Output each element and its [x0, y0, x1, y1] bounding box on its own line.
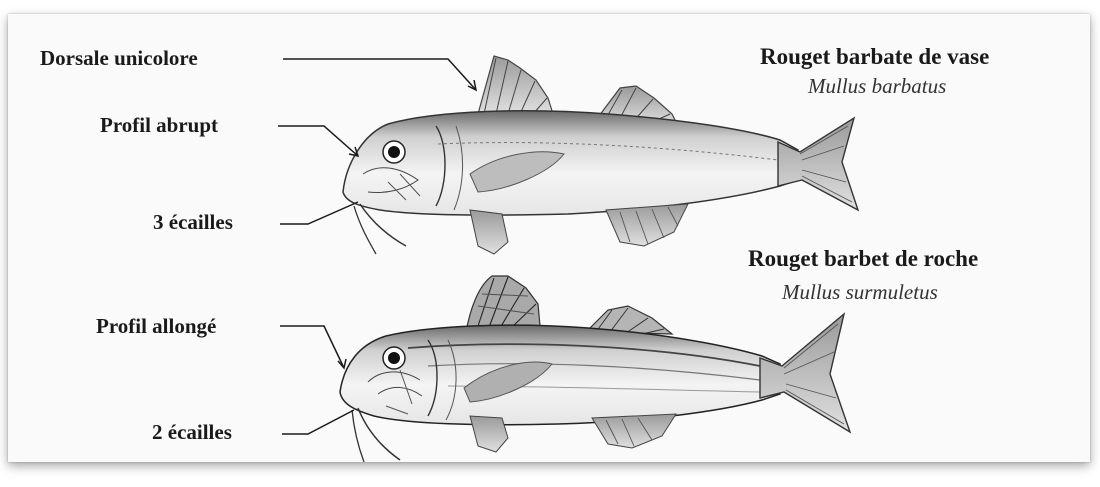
- figure-panel: Dorsale unicolore Profil abrupt 3 écaill…: [8, 14, 1090, 462]
- pointer-dorsale: [283, 59, 476, 90]
- label-profil-allonge: Profil allongé: [96, 314, 216, 339]
- top-anal-fin: [606, 204, 688, 246]
- pointer-profil-abrupt: [278, 126, 358, 156]
- label-dorsale-unicolore: Dorsale unicolore: [40, 46, 198, 71]
- bottom-caudal-fin: [760, 314, 850, 432]
- label-profil-abrupt: Profil abrupt: [100, 113, 218, 138]
- species-top-common-name: Rouget barbate de vase: [760, 44, 989, 70]
- bottom-pelvic-fin: [470, 416, 508, 452]
- pointer-3-ecailles: [280, 202, 358, 224]
- pointer-2-ecailles: [282, 410, 354, 434]
- bottom-anal-fin: [592, 414, 676, 448]
- top-caudal-fin: [778, 118, 858, 210]
- label-3-ecailles: 3 écailles: [153, 210, 233, 235]
- species-bottom-latin-name: Mullus surmuletus: [782, 280, 938, 305]
- top-dorsal-fin-1: [478, 56, 553, 114]
- pointer-profil-allonge: [280, 326, 344, 368]
- label-2-ecailles: 2 écailles: [152, 420, 232, 445]
- fish-mullus-surmuletus: [340, 276, 850, 462]
- species-top-latin-name: Mullus barbatus: [808, 74, 946, 99]
- species-bottom-common-name: Rouget barbet de roche: [748, 246, 978, 272]
- fish-mullus-barbatus: [343, 56, 858, 254]
- top-fish-body: [343, 111, 798, 215]
- top-pelvic-fin: [470, 210, 508, 254]
